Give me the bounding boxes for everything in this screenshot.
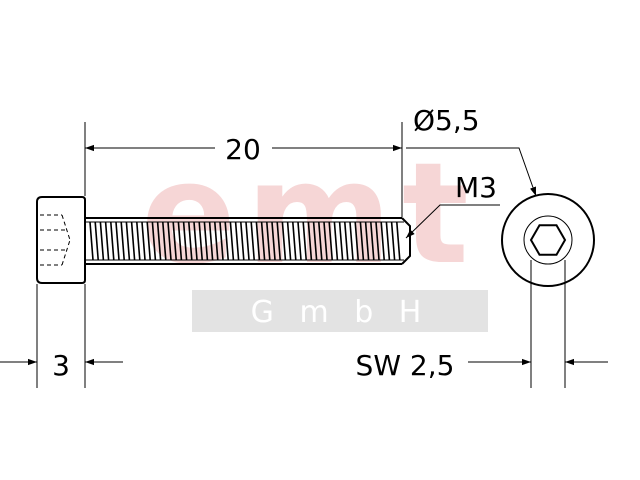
watermark: emt G m b H — [141, 133, 488, 332]
thread-line — [333, 221, 339, 261]
thread-line — [141, 221, 146, 261]
length-label: 20 — [225, 133, 261, 166]
thread-line — [234, 221, 240, 261]
thread-line — [266, 221, 271, 261]
thread-line — [385, 221, 391, 261]
thread-line — [162, 221, 167, 261]
thread-line — [271, 221, 276, 261]
thread-line — [120, 221, 125, 261]
thread-line — [115, 221, 120, 261]
thread-line — [312, 221, 318, 261]
thread-line — [260, 221, 266, 261]
head-inner-circle — [523, 215, 573, 265]
thread-line — [125, 221, 131, 261]
diameter-dimension: Ø5,5 — [406, 104, 537, 197]
thread-line — [390, 221, 396, 261]
screw-side-view — [36, 196, 411, 284]
thread-line — [328, 221, 333, 261]
thread-line — [396, 221, 401, 261]
thread-line — [250, 221, 255, 261]
thread-line — [219, 221, 224, 261]
watermark-band — [192, 290, 488, 332]
head-height-dimension: 3 — [0, 284, 123, 388]
thread-line — [104, 221, 110, 261]
screw-head — [36, 196, 86, 284]
thread-line — [94, 221, 99, 261]
thread-line — [292, 221, 297, 261]
thread-line — [193, 221, 198, 261]
thread-line — [172, 221, 177, 261]
thread-line — [375, 221, 380, 261]
thread-line — [151, 221, 157, 261]
socket-hidden-lines — [40, 214, 71, 266]
socket-dimension: SW 2,5 — [356, 260, 608, 388]
watermark-company: G m b H — [251, 295, 430, 330]
thread-line — [307, 221, 313, 261]
thread-line — [130, 221, 136, 261]
thread-line — [156, 221, 162, 261]
thread-line — [177, 221, 183, 261]
thread-line — [297, 221, 302, 261]
thread-line — [281, 221, 287, 261]
thread-hatching — [86, 221, 404, 261]
thread-line — [302, 221, 307, 261]
thread-line — [208, 221, 214, 261]
thread-line — [276, 221, 281, 261]
thread-line — [198, 221, 203, 261]
thread-line — [323, 221, 328, 261]
thread-line — [370, 221, 375, 261]
head-outer-circle — [501, 193, 595, 287]
thread-line — [255, 221, 261, 261]
thread-line — [99, 221, 105, 261]
thread-line — [89, 221, 94, 261]
thread-line — [318, 221, 323, 261]
thread-line — [240, 221, 245, 261]
thread-line — [188, 221, 193, 261]
thread-line — [182, 221, 188, 261]
length-dimension: 20 — [84, 122, 403, 217]
hex-socket — [529, 224, 567, 256]
thread-line — [110, 221, 115, 261]
thread-line — [349, 221, 354, 261]
diameter-label: Ø5,5 — [413, 104, 480, 137]
thread-line — [146, 221, 151, 261]
thread-line — [214, 221, 219, 261]
thread-line — [344, 221, 349, 261]
thread-line — [229, 221, 235, 261]
thread-dimension: M3 — [405, 171, 500, 239]
thread-line — [364, 221, 370, 261]
thread-line — [354, 221, 359, 261]
head-height-label: 3 — [52, 349, 70, 382]
thread-line — [380, 221, 385, 261]
socket-label: SW 2,5 — [356, 349, 455, 382]
watermark-logo: emt — [141, 133, 479, 296]
screw-end-view — [501, 193, 595, 287]
thread-label: M3 — [455, 171, 497, 204]
shank-tip — [401, 217, 411, 265]
thread-line — [136, 221, 141, 261]
thread-line — [338, 221, 344, 261]
thread-line — [286, 221, 292, 261]
thread-line — [203, 221, 209, 261]
thread-line — [359, 221, 365, 261]
thread-line — [245, 221, 250, 261]
thread-line — [224, 221, 229, 261]
thread-line — [167, 221, 172, 261]
